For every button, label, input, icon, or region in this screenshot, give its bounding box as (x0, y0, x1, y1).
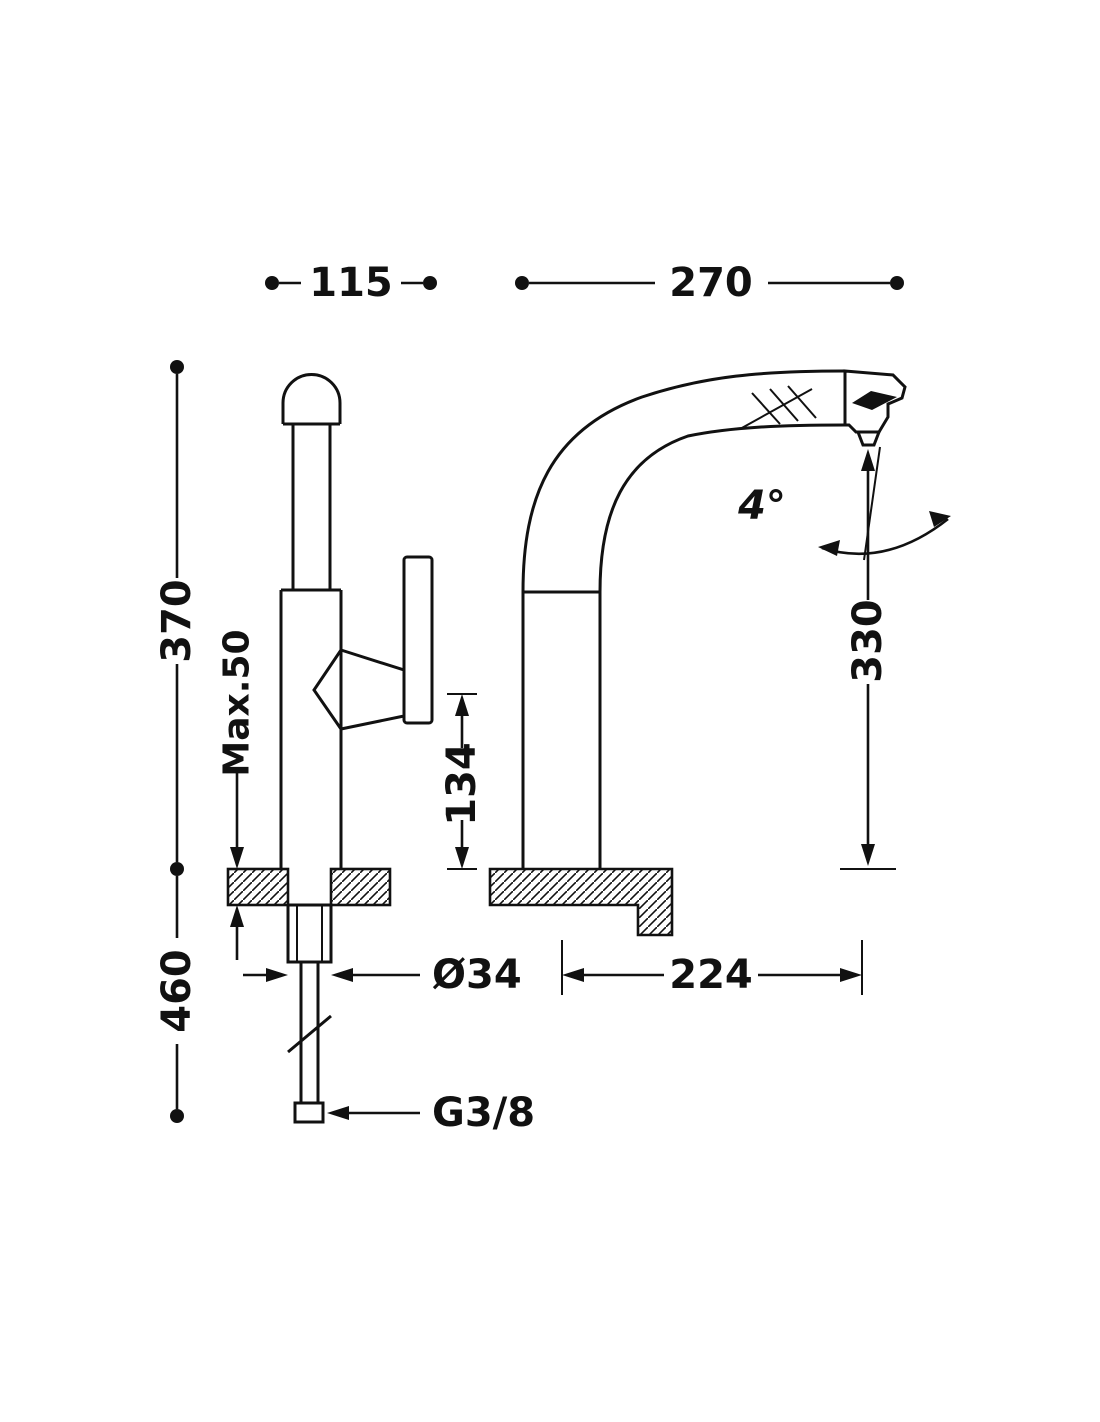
dim-label-134: 134 (439, 742, 485, 826)
arrowhead-left (331, 968, 353, 982)
dim-dot (265, 276, 279, 290)
dim-dot (170, 862, 184, 876)
countertop-hatch-left (226, 867, 290, 907)
threaded-shank-lines (296, 905, 323, 962)
arrowhead-right (266, 968, 288, 982)
supply-pipe (299, 962, 320, 1103)
dimension-330: 330 (840, 449, 896, 870)
dimension-224: 224 (561, 940, 863, 998)
countertop-hatch-right (329, 867, 392, 907)
arrowhead-up (230, 905, 244, 927)
spout-curve-outer (521, 369, 846, 593)
spray-head-outline (843, 369, 907, 434)
arrowhead-left (327, 1106, 349, 1120)
dim-label-370: 370 (154, 579, 200, 663)
dimension-370: 370 (154, 360, 200, 876)
dim-label-4deg: 4° (737, 483, 786, 529)
spray-head-seam (852, 391, 897, 410)
faucet-body (279, 588, 343, 869)
dim-dot (170, 1109, 184, 1123)
dim-label-115: 115 (309, 260, 393, 306)
arrowhead-left (562, 968, 584, 982)
handle-arm (340, 648, 406, 731)
arrowhead-up (455, 694, 469, 716)
aerator (855, 430, 882, 447)
dim-label-g38: G3/8 (432, 1090, 535, 1136)
spout-curve-inner (598, 423, 846, 593)
dim-label-o34: Ø34 (432, 952, 522, 998)
dimension-460: 460 (154, 876, 200, 1123)
faucet-front-view (226, 373, 434, 1124)
dim-label-330: 330 (845, 599, 891, 683)
pullout-seam-line (739, 388, 813, 430)
annotation-swivel-angle: 4° (737, 446, 951, 561)
dimension-134: 134 (439, 693, 485, 870)
countertop-hatch-side (488, 867, 674, 937)
arrowhead-down (861, 844, 875, 866)
spout-cap-dome (281, 373, 342, 404)
dim-dot (890, 276, 904, 290)
arrowhead-arc-right (929, 511, 951, 527)
dimension-hole-diameter: Ø34 (243, 952, 522, 998)
arrowhead-right (840, 968, 862, 982)
extension-line (561, 940, 863, 995)
dim-label-270: 270 (669, 260, 753, 306)
handle-lever (402, 555, 434, 725)
dim-dot (170, 360, 184, 374)
dim-dot (515, 276, 529, 290)
base-column (521, 590, 602, 869)
dimension-max50: Max.50 (217, 629, 258, 960)
dimension-inlet-thread: G3/8 (327, 1090, 535, 1136)
spout-neck (291, 424, 332, 590)
arrowhead-up (861, 449, 875, 471)
handle-arm-notch (312, 649, 343, 730)
angle-arc (821, 517, 949, 555)
faucet-side-view (488, 369, 907, 937)
dim-label-max50: Max.50 (217, 629, 258, 776)
pipe-break-mark (287, 1014, 332, 1054)
dimension-270: 270 (515, 260, 904, 306)
dim-dot (423, 276, 437, 290)
inlet-connector (293, 1101, 325, 1124)
dimension-115: 115 (265, 260, 437, 306)
arrowhead-down (455, 847, 469, 869)
threaded-shank (286, 903, 333, 964)
arrowhead-down (230, 847, 244, 869)
dim-label-460: 460 (154, 949, 200, 1033)
arrowhead-arc-left (818, 540, 840, 556)
spout-cap-body (281, 403, 342, 426)
tilt-axis-line (863, 446, 881, 561)
dim-label-224: 224 (669, 952, 753, 998)
